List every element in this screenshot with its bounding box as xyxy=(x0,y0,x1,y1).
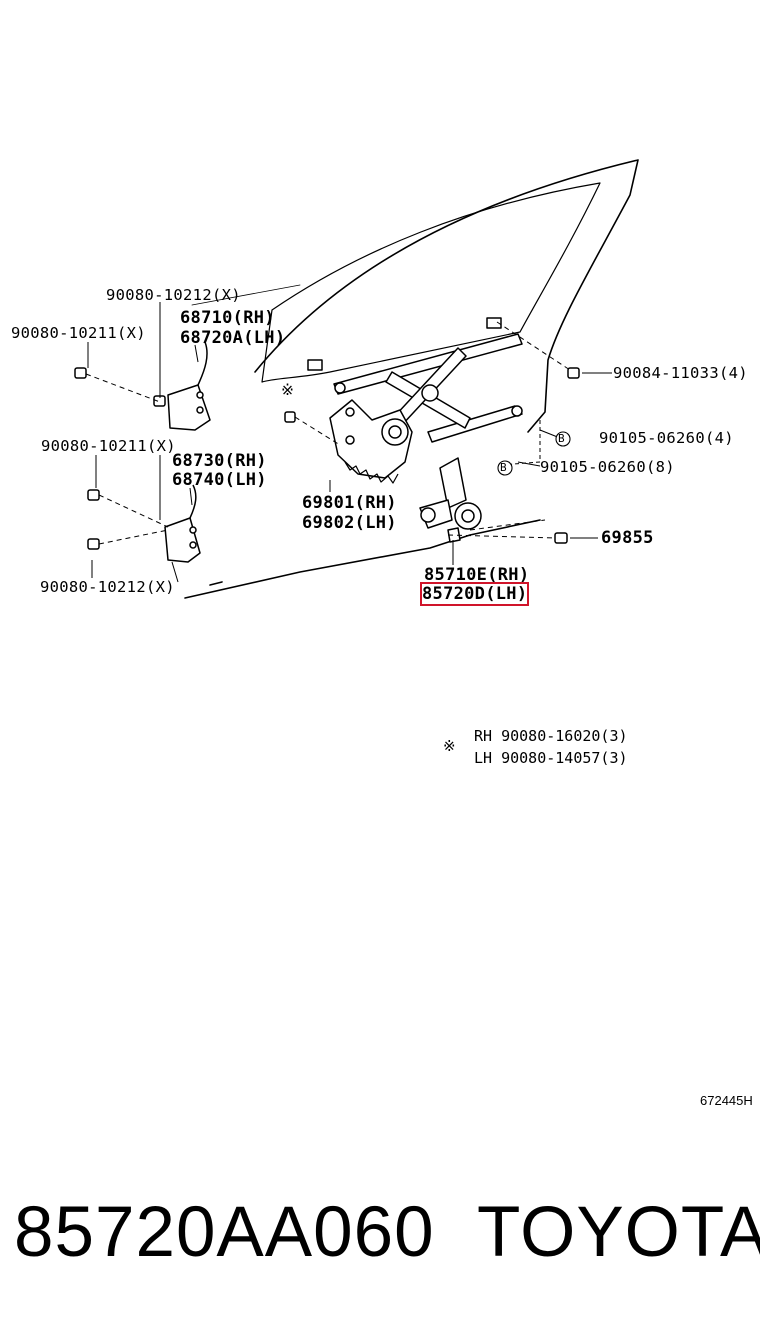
label-bolt-top[interactable]: 90080-10212(X) xyxy=(106,286,241,304)
note-mark: ※ xyxy=(443,737,456,755)
door-glass-outline xyxy=(254,159,639,433)
bolt-icon xyxy=(87,489,100,501)
label-bolt-b1[interactable]: 90105-06260(4) xyxy=(599,429,734,447)
bolt-icon xyxy=(554,532,568,544)
label-bolt-right-top[interactable]: 90084-11033(4) xyxy=(613,364,748,382)
door-hinge-edge xyxy=(209,581,223,586)
label-bolt-mid[interactable]: 90080-10211(X) xyxy=(41,437,176,455)
diagram-code: 672445H xyxy=(700,1093,753,1108)
note-rh: RH 90080-16020(3) xyxy=(474,727,628,745)
bolt-icon xyxy=(567,367,580,379)
bolt-icon xyxy=(284,411,296,423)
label-hinge-lower-rh[interactable]: 68730(RH) xyxy=(172,451,267,471)
label-motor-lh-highlighted[interactable]: 85720D(LH) xyxy=(419,582,530,606)
note-mark-diagram: ※ xyxy=(281,381,295,399)
label-clip-69855[interactable]: 69855 xyxy=(601,528,654,548)
bolt-icon xyxy=(74,367,87,379)
label-bolt-bottom[interactable]: 90080-10212(X) xyxy=(40,578,175,596)
lower-hinge xyxy=(164,517,201,563)
door-glass-inner xyxy=(261,182,601,383)
label-hinge-upper-rh[interactable]: 68710(RH) xyxy=(180,308,275,328)
b-marker-label: B xyxy=(500,461,507,474)
lower-rail xyxy=(427,405,523,443)
label-regulator-lh[interactable]: 69802(LH) xyxy=(302,513,397,533)
b-marker-icon xyxy=(497,460,513,476)
footer-brand: TOYOTA xyxy=(477,1193,760,1272)
gear-sector xyxy=(344,461,399,484)
label-hinge-upper-lh[interactable]: 68720A(LH) xyxy=(180,328,286,348)
label-motor-rh[interactable]: 85710E(RH) xyxy=(424,565,530,585)
b-marker-label: B xyxy=(558,432,565,445)
footer-part-number: 85720AA060 xyxy=(14,1193,435,1272)
bolt-icon xyxy=(87,538,100,550)
label-hinge-lower-lh[interactable]: 68740(LH) xyxy=(172,470,267,490)
label-regulator-rh[interactable]: 69801(RH) xyxy=(302,493,397,513)
label-bolt-left[interactable]: 90080-10211(X) xyxy=(11,324,146,342)
door-lower-edge xyxy=(184,519,541,599)
b-marker-icon xyxy=(555,431,571,447)
label-bolt-b2[interactable]: 90105-06260(8) xyxy=(540,458,675,476)
upper-hinge xyxy=(167,384,211,431)
note-lh: LH 90080-14057(3) xyxy=(474,749,628,767)
window-motor-body xyxy=(439,457,467,509)
